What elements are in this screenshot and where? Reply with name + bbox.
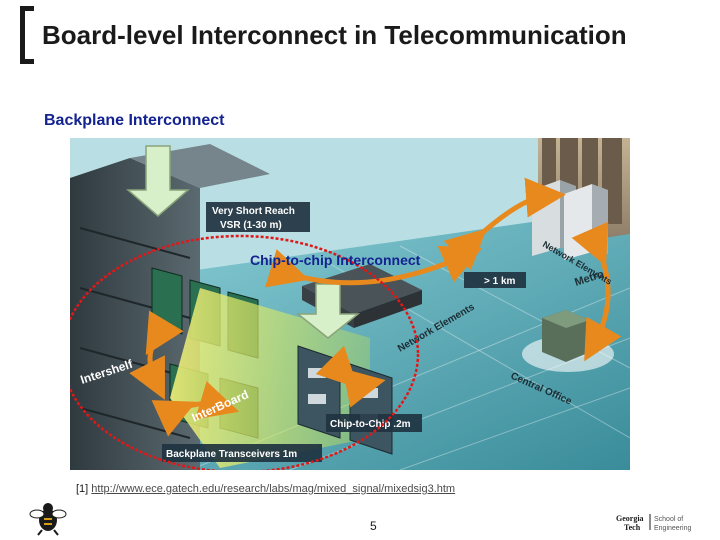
- vsr-label-line1: Very Short Reach: [212, 206, 295, 217]
- intershelf-arrow: [129, 310, 184, 400]
- chip-to-chip-arrow: [315, 345, 386, 408]
- footnote: [1] http://www.ece.gatech.edu/research/l…: [76, 483, 455, 495]
- footnote-link[interactable]: http://www.ece.gatech.edu/research/labs/…: [91, 483, 456, 495]
- chip-to-chip-2m-label: Chip-to-Chip .2m: [330, 419, 411, 430]
- metro-arrow: [443, 177, 566, 271]
- logo-dept-2: Engineering: [654, 525, 691, 532]
- chip-to-chip-interconnect-label: Chip-to-chip Interconnect: [250, 252, 421, 268]
- buzz-mascot-icon: [29, 503, 67, 536]
- vsr-label-line2: VSR (1-30 m): [220, 220, 282, 231]
- slide-subtitle: Backplane Interconnect: [44, 112, 225, 129]
- highlight-ellipse: [70, 234, 420, 470]
- interboard-arrow: [151, 381, 240, 437]
- title-bracket: [20, 6, 34, 64]
- logo-word-1: Georgia: [616, 514, 644, 523]
- logo-word-2: Tech: [624, 523, 641, 532]
- georgia-tech-logo: Georgia Tech School of Engineering: [616, 514, 691, 532]
- backplane-down-arrow: [125, 145, 191, 217]
- page-number: 5: [370, 519, 377, 533]
- backplane-illustration: Very Short Reach VSR (1-30 m) > 1 km Chi…: [70, 138, 630, 470]
- logo-dept-1: School of: [654, 516, 683, 523]
- footnote-marker: [1]: [76, 483, 89, 495]
- chip-down-arrow: [295, 283, 361, 339]
- vsr-arrow: [265, 245, 483, 288]
- backplane-transceivers-label: Backplane Transceivers 1m: [166, 449, 297, 460]
- slide-title: Board-level Interconnect in Telecommunic…: [42, 20, 627, 50]
- central-office-arrow: [571, 221, 622, 362]
- distance-label: > 1 km: [484, 276, 516, 287]
